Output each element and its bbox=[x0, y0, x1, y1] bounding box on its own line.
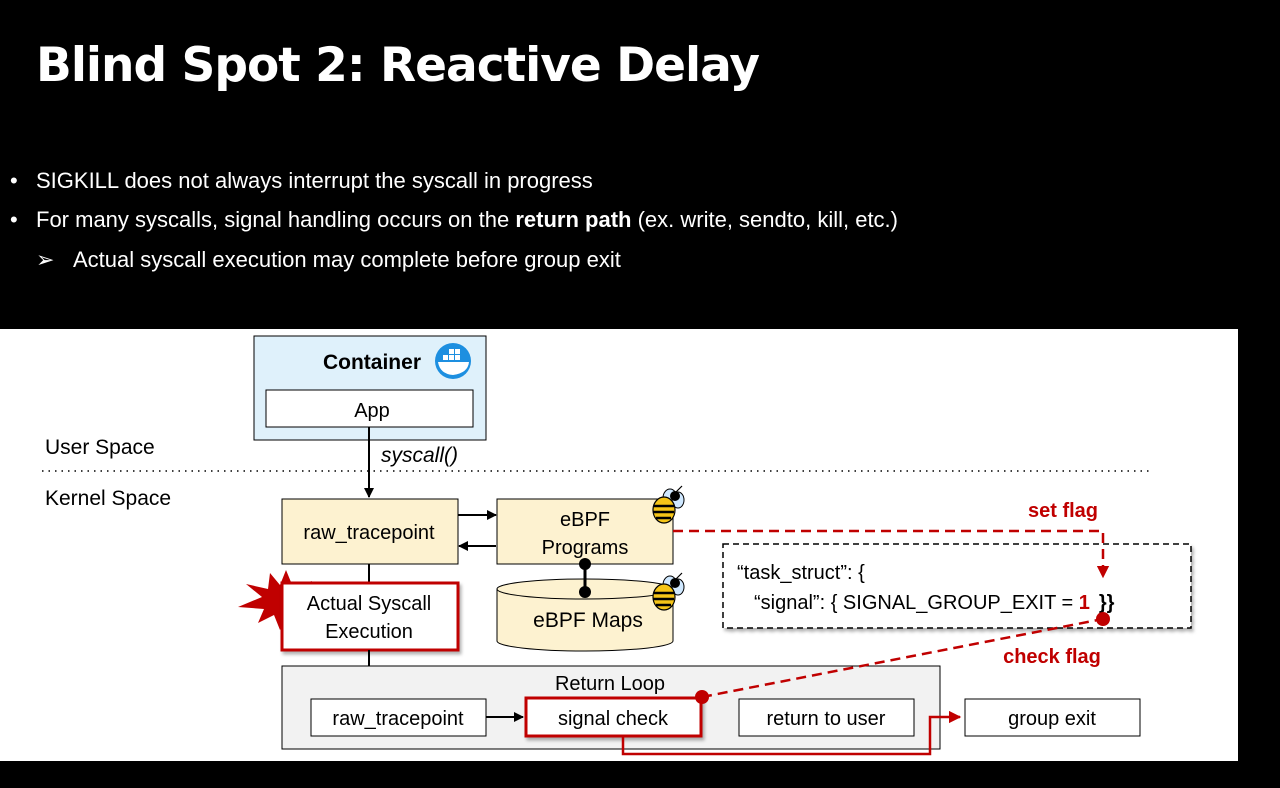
syscall-flow-diagram: Container App syscall() User Space Kerne… bbox=[0, 329, 1238, 761]
group-exit-box bbox=[964, 698, 1141, 737]
group-exit-label: group exit bbox=[1008, 708, 1096, 730]
raw-tracepoint-label: raw_tracepoint bbox=[303, 522, 435, 544]
bullet-marker: • bbox=[10, 168, 18, 193]
task-struct-closing-braces: }} bbox=[1099, 592, 1115, 614]
signal-check-label: signal check bbox=[558, 708, 669, 730]
bee-icon bbox=[652, 485, 685, 524]
check-flag-line bbox=[701, 617, 1104, 699]
kernel-space-label: Kernel Space bbox=[45, 487, 171, 510]
bullet-text-bold: return path bbox=[515, 207, 632, 232]
check-flag-label: check flag bbox=[1003, 646, 1101, 668]
container-label: Container bbox=[323, 351, 421, 374]
task-struct-signal-text: “signal”: { SIGNAL_GROUP_EXIT = bbox=[754, 592, 1079, 614]
slide-title: Blind Spot 2: Reactive Delay bbox=[36, 38, 760, 93]
app-label: App bbox=[354, 400, 390, 422]
actual-syscall-label-line2: Execution bbox=[325, 621, 413, 643]
to-group-exit-arrow bbox=[621, 710, 962, 756]
ebpf-programs-label-line2: Programs bbox=[542, 537, 629, 559]
actual-syscall-label-line1: Actual Syscall bbox=[307, 593, 432, 615]
bullet-text-after: (ex. write, sendto, kill, etc.) bbox=[631, 207, 898, 232]
return-to-user-label: return to user bbox=[767, 708, 886, 730]
return-to-user-box bbox=[738, 698, 915, 737]
bee-icon bbox=[652, 572, 685, 611]
loop-raw-tracepoint-label: raw_tracepoint bbox=[332, 708, 464, 730]
docker-whale-icon bbox=[435, 343, 471, 379]
group-exit-flag-value: 1 bbox=[1079, 592, 1090, 614]
bullet-text-before: For many syscalls, signal handling occur… bbox=[36, 207, 516, 232]
bullet-text: For many syscalls, signal handling occur… bbox=[36, 207, 898, 233]
app-box bbox=[265, 389, 474, 428]
user-space-label: User Space bbox=[45, 436, 155, 459]
container-box: Container App bbox=[253, 335, 487, 441]
actual-syscall-box bbox=[280, 581, 460, 652]
return-loop-label: Return Loop bbox=[555, 673, 665, 695]
ebpf-programs-label-line1: eBPF bbox=[560, 509, 610, 531]
set-flag-label: set flag bbox=[1028, 500, 1098, 522]
syscall-label: syscall() bbox=[381, 444, 458, 467]
signal-check-box bbox=[524, 696, 703, 738]
sub-bullet-marker: ➢ bbox=[36, 247, 55, 272]
loop-raw-tracepoint-box bbox=[310, 698, 487, 737]
bullet-marker: • bbox=[10, 207, 18, 232]
bullet-text: SIGKILL does not always interrupt the sy… bbox=[36, 168, 593, 193]
bullet-text: Actual syscall execution may complete be… bbox=[73, 247, 621, 272]
ebpf-maps-label: eBPF Maps bbox=[533, 609, 643, 632]
task-struct-line2: “signal”: { SIGNAL_GROUP_EXIT = 1}} bbox=[754, 592, 1115, 614]
ebpf-programs-box bbox=[496, 498, 674, 565]
task-struct-box bbox=[722, 543, 1192, 629]
task-struct-line1: “task_struct”: { bbox=[737, 562, 865, 584]
